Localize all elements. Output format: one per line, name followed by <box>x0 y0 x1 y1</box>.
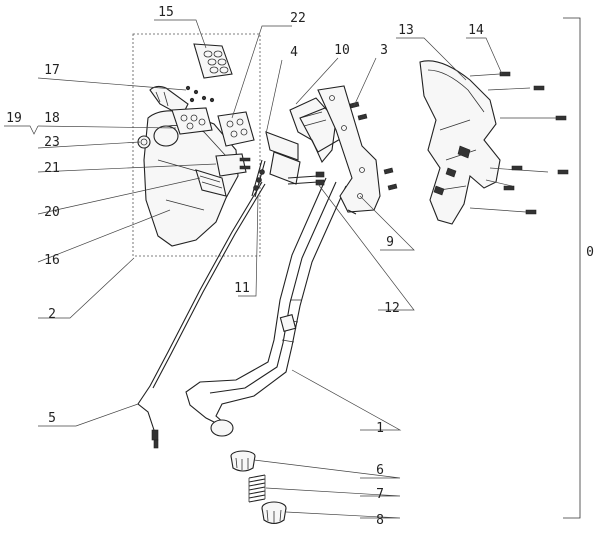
callout-6: 6 <box>376 463 384 478</box>
keypad-part-15 <box>193 43 233 79</box>
callout-16: 16 <box>44 253 60 268</box>
callout-11: 11 <box>234 281 250 296</box>
assembly-box-2 <box>132 33 261 257</box>
callout-20: 20 <box>44 205 60 220</box>
callout-15: 15 <box>158 5 174 20</box>
callout-1: 1 <box>376 421 384 436</box>
cover-part-13 <box>419 60 501 225</box>
callout-14: 14 <box>468 23 484 38</box>
button-panel-part-18 <box>171 107 213 135</box>
callout-4: 4 <box>290 45 298 60</box>
assembly-bracket-0 <box>563 17 581 519</box>
callout-8: 8 <box>376 513 384 528</box>
leader-lines <box>4 19 503 519</box>
frame-part-1 <box>185 177 347 437</box>
callout-labels: 0 1 2 3 4 5 6 7 8 9 10 11 12 13 14 15 16… <box>6 5 594 528</box>
foot-cap-part-6 <box>230 450 256 472</box>
trigger-part-20 <box>195 169 227 197</box>
callout-17: 17 <box>44 63 60 78</box>
callout-9: 9 <box>386 235 394 250</box>
spring-part-7 <box>248 474 266 503</box>
callout-13: 13 <box>398 23 414 38</box>
circuit-board-part-22 <box>217 111 255 147</box>
callout-23: 23 <box>44 135 60 150</box>
housing-part-16 <box>143 110 239 247</box>
cable-part-5 <box>137 181 266 449</box>
callout-19: 19 <box>6 111 22 126</box>
callout-10: 10 <box>334 43 350 58</box>
bolts-part-12 <box>287 171 325 186</box>
callout-3: 3 <box>380 43 388 58</box>
callout-2: 2 <box>48 307 56 322</box>
keypad-screws <box>185 85 215 103</box>
foot-part-8 <box>261 501 287 525</box>
callout-5: 5 <box>48 411 56 426</box>
callout-0: 0 <box>586 245 594 260</box>
callout-18: 18 <box>44 111 60 126</box>
callout-12: 12 <box>384 301 400 316</box>
callout-7: 7 <box>376 487 384 502</box>
screws-part-14 <box>469 71 569 215</box>
module-part-21 <box>215 153 251 177</box>
bracket-part-4 <box>265 131 301 185</box>
callout-22: 22 <box>290 11 306 26</box>
callout-21: 21 <box>44 161 60 176</box>
rod-part-11 <box>251 159 266 198</box>
